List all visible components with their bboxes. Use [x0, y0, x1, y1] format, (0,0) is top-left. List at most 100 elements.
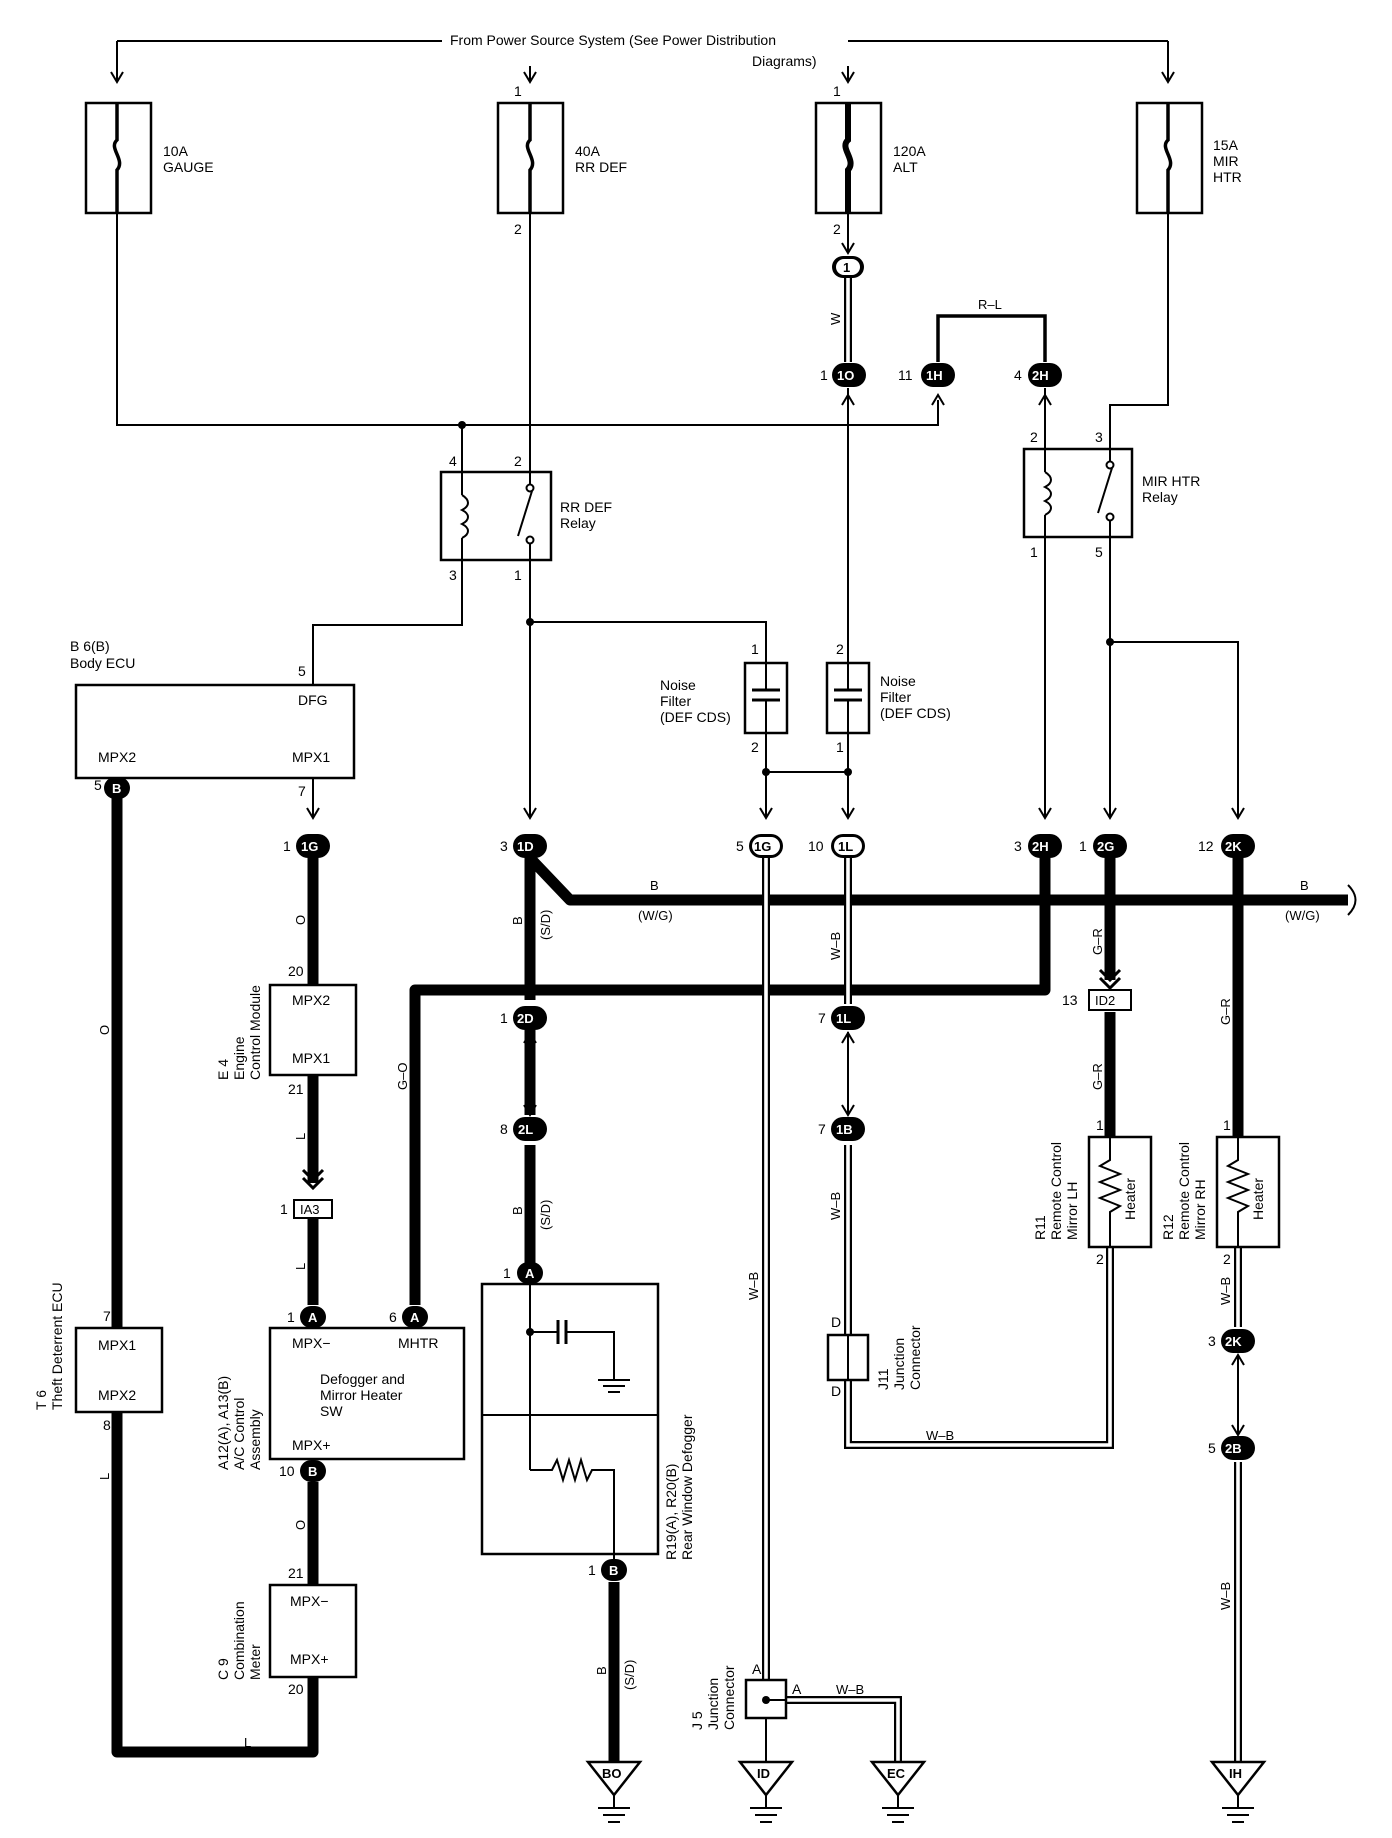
svg-text:7: 7: [818, 1010, 826, 1026]
svg-text:1: 1: [1079, 838, 1087, 854]
wire-color: W–B: [828, 1192, 843, 1220]
pin-label: MPX−: [292, 1335, 331, 1351]
component-name: Remote Control: [1048, 1142, 1064, 1240]
fuse-label: RR DEF: [575, 159, 627, 175]
svg-text:11: 11: [898, 367, 913, 383]
svg-text:8: 8: [103, 1417, 111, 1433]
component-name: Connector: [721, 1665, 737, 1730]
svg-text:1: 1: [1223, 1117, 1231, 1133]
wire-color: W–B: [746, 1272, 761, 1300]
connector-1o: 1O 1: [820, 363, 866, 387]
wire-color: (S/D): [622, 1660, 637, 1690]
connector-label: 1O: [837, 368, 854, 383]
component-name: Connector: [907, 1325, 923, 1390]
svg-text:2: 2: [1030, 429, 1038, 445]
fuse-40a-rr-def: 1 2 40A RR DEF: [496, 83, 627, 237]
svg-text:1G: 1G: [754, 839, 771, 854]
svg-text:2G: 2G: [1097, 839, 1114, 854]
component-id: E 4: [215, 1059, 231, 1080]
svg-text:10: 10: [808, 838, 824, 854]
wire-color: L: [293, 1133, 308, 1140]
svg-text:2: 2: [836, 641, 844, 657]
header: From Power Source System (See Power Dist…: [110, 32, 1175, 84]
svg-text:12: 12: [1198, 838, 1214, 854]
relay-label: MIR HTR: [1142, 473, 1200, 489]
svg-text:3: 3: [1208, 1333, 1216, 1349]
wire-color: (W/G): [1285, 908, 1320, 923]
pin-label: MPX2: [98, 749, 136, 765]
component-name: Body ECU: [70, 655, 135, 671]
connector-label: 2H: [1032, 368, 1049, 383]
svg-text:8: 8: [500, 1121, 508, 1137]
switch-title: Defogger and: [320, 1371, 405, 1387]
svg-text:B: B: [609, 1563, 618, 1578]
svg-text:1: 1: [820, 367, 828, 383]
heater-label: Heater: [1122, 1178, 1138, 1220]
svg-text:5: 5: [94, 777, 102, 793]
svg-text:1: 1: [1030, 544, 1038, 560]
fuse-label-2: HTR: [1213, 169, 1242, 185]
connector-2h-top: 2H 4: [1014, 363, 1062, 387]
harness-thick: O L L O L L O B (W/G) B (W/G) B (S/D) G–…: [97, 790, 1357, 1762]
heater-label: Heater: [1250, 1178, 1266, 1220]
svg-text:2: 2: [514, 453, 522, 469]
svg-text:1L: 1L: [838, 839, 853, 854]
connector-a-defogger: A1: [503, 1262, 543, 1284]
noise-filter-label: (DEF CDS): [880, 705, 951, 721]
rear-window-defogger: R19(A), R20(B) Rear Window Defogger: [480, 1282, 695, 1560]
svg-text:1G: 1G: [301, 839, 318, 854]
relay-label: Relay: [560, 515, 596, 531]
engine-control-module: MPX2 MPX1 20 21 E 4 Engine Control Modul…: [215, 963, 358, 1097]
wire-color: O: [293, 1520, 308, 1530]
connector-2k-lower: 2K 3: [1208, 1329, 1255, 1353]
component-id: R19(A), R20(B): [663, 1464, 679, 1560]
body-ecu: B 6(B) Body ECU DFG MPX2 MPX1 5 7: [70, 638, 356, 799]
ground-label: IH: [1229, 1766, 1242, 1781]
wire-color: G–O: [395, 1063, 410, 1090]
noise-filter-label: (DEF CDS): [660, 709, 731, 725]
junction-connector-j11: D D J11 Junction Connector: [826, 1314, 923, 1399]
pin-label: MPX2: [98, 1387, 136, 1403]
remote-control-mirror-lh: Heater 1 2 R11 Remote Control Mirror LH: [1032, 1117, 1153, 1267]
connector-label: 1: [843, 260, 850, 275]
svg-text:1: 1: [514, 83, 522, 99]
svg-text:A: A: [792, 1681, 802, 1697]
wire-color: G–R: [1090, 928, 1105, 955]
relay-label: Relay: [1142, 489, 1178, 505]
fuse-label: GAUGE: [163, 159, 214, 175]
header-line1: From Power Source System (See Power Dist…: [450, 32, 776, 48]
svg-text:3: 3: [449, 567, 457, 583]
svg-text:7: 7: [298, 783, 306, 799]
connector-2b: 2B5: [1208, 1436, 1255, 1460]
component-id: J11: [875, 1368, 891, 1390]
svg-text:2K: 2K: [1225, 1334, 1242, 1349]
svg-text:21: 21: [288, 1565, 304, 1581]
noise-filter-label: Noise: [880, 673, 916, 689]
component-name: Junction: [705, 1678, 721, 1730]
svg-text:B: B: [308, 1464, 317, 1479]
harness-double: W–B W–B W–B W–B W–B W–B W–B: [746, 858, 1242, 1762]
connector-1g-left: 1G1: [283, 834, 330, 858]
svg-text:A: A: [308, 1310, 318, 1325]
svg-text:7: 7: [818, 1121, 826, 1137]
fuse-rating: 15A: [1213, 137, 1239, 153]
wire-color: W: [828, 312, 843, 325]
wire-color: L: [244, 1735, 251, 1750]
connector-1: 1: [832, 256, 864, 278]
component-id: J 5: [689, 1711, 705, 1730]
svg-text:IA3: IA3: [300, 1202, 320, 1217]
remote-control-mirror-rh: Heater 1 2 R12 Remote Control Mirror RH: [1160, 1117, 1281, 1267]
svg-text:1: 1: [503, 1265, 511, 1281]
switch-title: SW: [320, 1403, 343, 1419]
component-name: Meter: [247, 1644, 263, 1680]
svg-text:1: 1: [751, 641, 759, 657]
wire-color: W–B: [1218, 1277, 1233, 1305]
pin-label: MPX2: [292, 992, 330, 1008]
svg-text:7: 7: [103, 1308, 111, 1324]
svg-text:2L: 2L: [518, 1122, 533, 1137]
fuse-rating: 40A: [575, 143, 601, 159]
svg-text:5: 5: [736, 838, 744, 854]
fuse-rating: 120A: [893, 143, 926, 159]
svg-text:B: B: [112, 781, 121, 796]
